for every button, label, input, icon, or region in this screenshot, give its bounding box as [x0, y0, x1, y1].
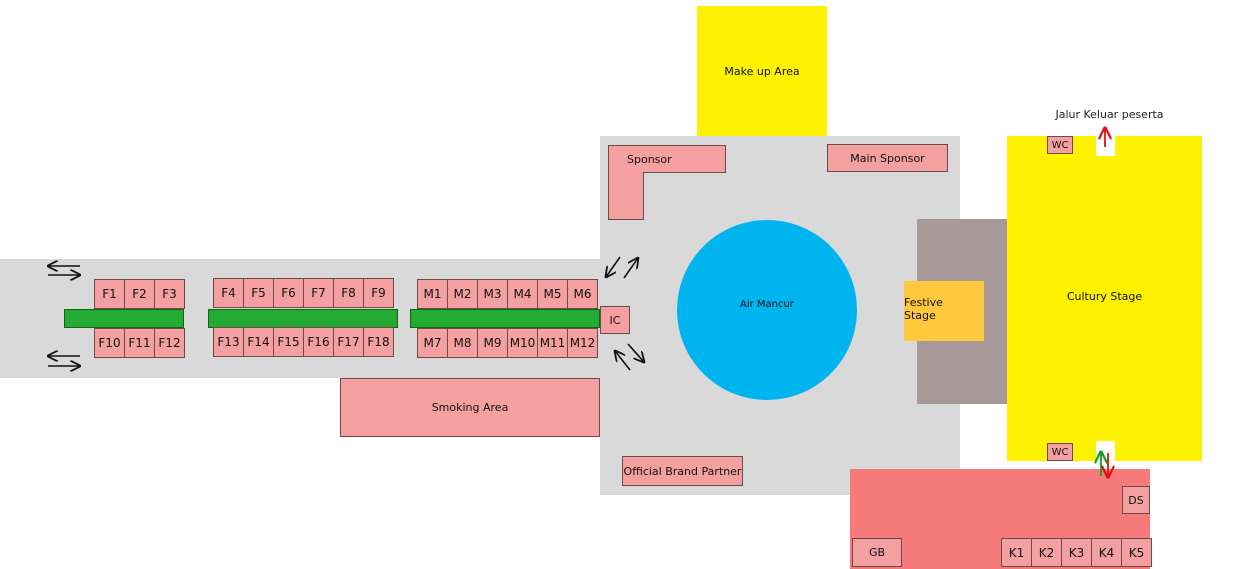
booth-f12: F12: [154, 328, 185, 358]
booth-f13: F13: [213, 327, 244, 357]
ic-booth: IC: [600, 306, 630, 334]
booth-m1: M1: [417, 279, 448, 309]
booth-f14: F14: [243, 327, 274, 357]
sponsor-booth-extension: [608, 172, 644, 220]
entry-arrows-top: [48, 266, 80, 275]
booth-f4: F4: [213, 278, 244, 308]
booth-f15: F15: [273, 327, 304, 357]
fountain: [677, 220, 857, 400]
wc-bottom: WC: [1047, 443, 1073, 461]
booth-m7: M7: [417, 328, 448, 358]
booth-k2: K2: [1031, 538, 1062, 567]
gb-label: GB: [868, 546, 886, 559]
festive-stage-label: Festive Stage: [904, 296, 943, 322]
makeup-area: [697, 6, 827, 136]
booth-k1: K1: [1001, 538, 1032, 567]
booth-m12: M12: [567, 328, 598, 358]
wc-top-label: WC: [1051, 139, 1069, 151]
divider-c: [410, 309, 600, 328]
smoking-area-label: Smoking Area: [431, 401, 509, 414]
booth-f18: F18: [363, 327, 394, 357]
booth-f16: F16: [303, 327, 334, 357]
booth-f5: F5: [243, 278, 274, 308]
gb-booth: GB: [852, 538, 902, 567]
booth-m10: M10: [507, 328, 538, 358]
booth-f7: F7: [303, 278, 334, 308]
ds-booth: DS: [1122, 486, 1150, 514]
plaza-arrows-lower: [615, 343, 644, 371]
fountain-label: Air Mancur: [740, 298, 794, 310]
ic-label: IC: [609, 313, 621, 327]
booth-m6: M6: [567, 279, 598, 309]
cultury-stage: [1007, 136, 1202, 461]
divider-a: [64, 309, 184, 328]
booth-f2: F2: [124, 279, 155, 309]
smoking-area: Smoking Area: [340, 378, 600, 437]
official-brand-label: Official Brand Partner: [623, 464, 742, 478]
exit-arrows-bottom: [1101, 452, 1108, 477]
booth-k5: K5: [1121, 538, 1152, 567]
main-sponsor-booth: Main Sponsor: [827, 144, 948, 172]
booth-f9: F9: [363, 278, 394, 308]
festive-stage: [904, 281, 984, 341]
entry-arrows-bottom: [48, 356, 80, 366]
wc-top: WC: [1047, 136, 1073, 154]
sponsor-label: Sponsor: [627, 152, 672, 166]
booth-k3: K3: [1061, 538, 1092, 567]
booth-m5: M5: [537, 279, 568, 309]
booth-m2: M2: [447, 279, 478, 309]
main-sponsor-label: Main Sponsor: [850, 151, 925, 165]
sponsor-booth: Sponsor: [608, 145, 726, 173]
makeup-area-label: Make up Area: [724, 64, 800, 78]
wc-bottom-label: WC: [1051, 446, 1069, 458]
exit-label: Jalur Keluar peserta: [1055, 107, 1164, 121]
plaza-arrows-upper: [606, 257, 638, 278]
booth-f11: F11: [124, 328, 155, 358]
booth-f3: F3: [154, 279, 185, 309]
official-brand-booth: Official Brand Partner: [622, 456, 743, 486]
cultury-stage-label: Cultury Stage: [1066, 289, 1143, 303]
ds-label: DS: [1128, 493, 1144, 507]
booth-m9: M9: [477, 328, 508, 358]
booth-f1: F1: [94, 279, 125, 309]
